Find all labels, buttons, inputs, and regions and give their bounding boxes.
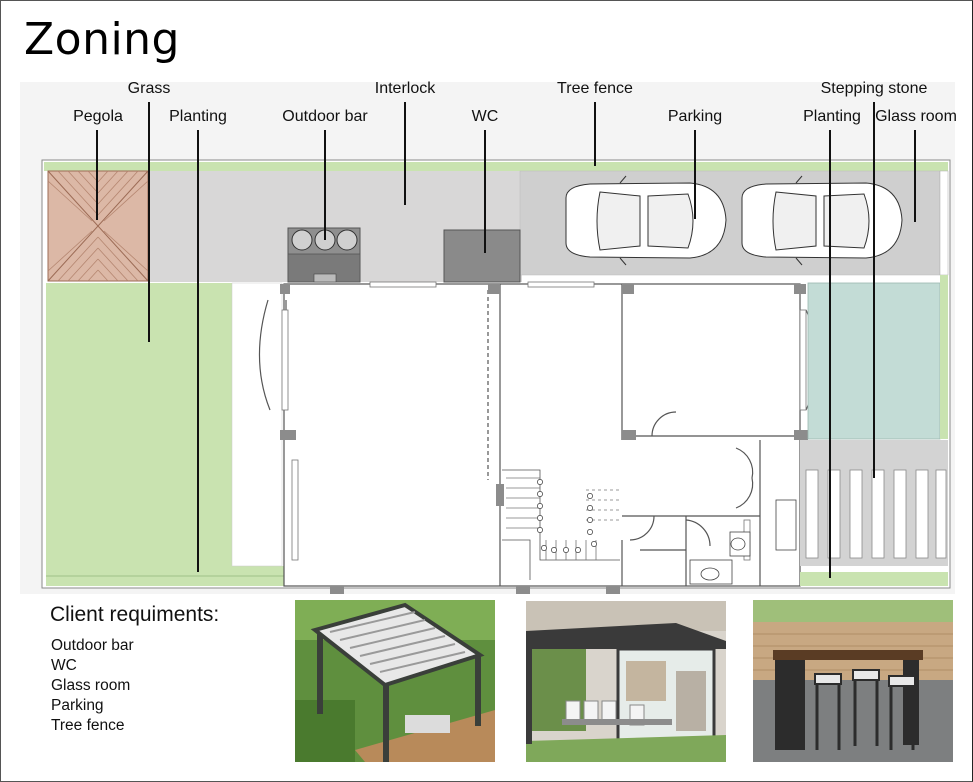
pergola-photo-icon <box>295 600 495 762</box>
car-1-icon <box>565 175 727 266</box>
client-requirements-heading: Client requiments: <box>50 603 220 626</box>
label-planting-right: Planting <box>803 108 861 125</box>
site-plan <box>41 102 951 594</box>
label-interlock: Interlock <box>374 80 436 97</box>
requirement-item: Outdoor bar <box>51 637 134 654</box>
label-grass: Grass <box>127 80 171 97</box>
outdoor-bar-zone <box>287 227 361 283</box>
label-tree-fence: Tree fence <box>557 80 633 97</box>
label-glass-room: Glass room <box>875 108 957 125</box>
wc-block <box>443 229 521 283</box>
tree-fence-strip <box>44 162 948 171</box>
label-planting-left: Planting <box>169 108 227 125</box>
label-outdoor-bar: Outdoor bar <box>282 108 368 125</box>
requirement-item: Parking <box>51 697 104 714</box>
label-stepping-stone: Stepping stone <box>820 80 928 97</box>
planting-strip-bottom-right <box>800 572 948 586</box>
planting-strip-right <box>940 275 948 439</box>
stepping-stones <box>805 469 947 559</box>
page-title: Zoning <box>24 14 180 65</box>
glass-room-photo-icon <box>526 601 726 762</box>
house-plan <box>258 283 819 587</box>
wc-fixtures <box>689 499 797 585</box>
label-wc: WC <box>471 108 499 125</box>
client-requirements-list: Outdoor bar WC Glass room Parking Tree f… <box>51 636 134 736</box>
parking-edge-strip <box>939 170 949 276</box>
staircase <box>502 469 620 580</box>
columns <box>280 284 808 594</box>
grass-zone <box>46 283 232 566</box>
label-parking: Parking <box>667 108 723 125</box>
requirement-item: Glass room <box>51 677 131 694</box>
label-pegola: Pegola <box>73 108 123 125</box>
car-2-icon <box>741 175 903 266</box>
outdoor-bar-photo-icon <box>753 600 953 762</box>
grass-strip-inner <box>231 282 283 567</box>
requirement-item: WC <box>51 657 77 674</box>
leader-lines <box>96 102 916 578</box>
requirement-item: Tree fence <box>51 717 125 734</box>
